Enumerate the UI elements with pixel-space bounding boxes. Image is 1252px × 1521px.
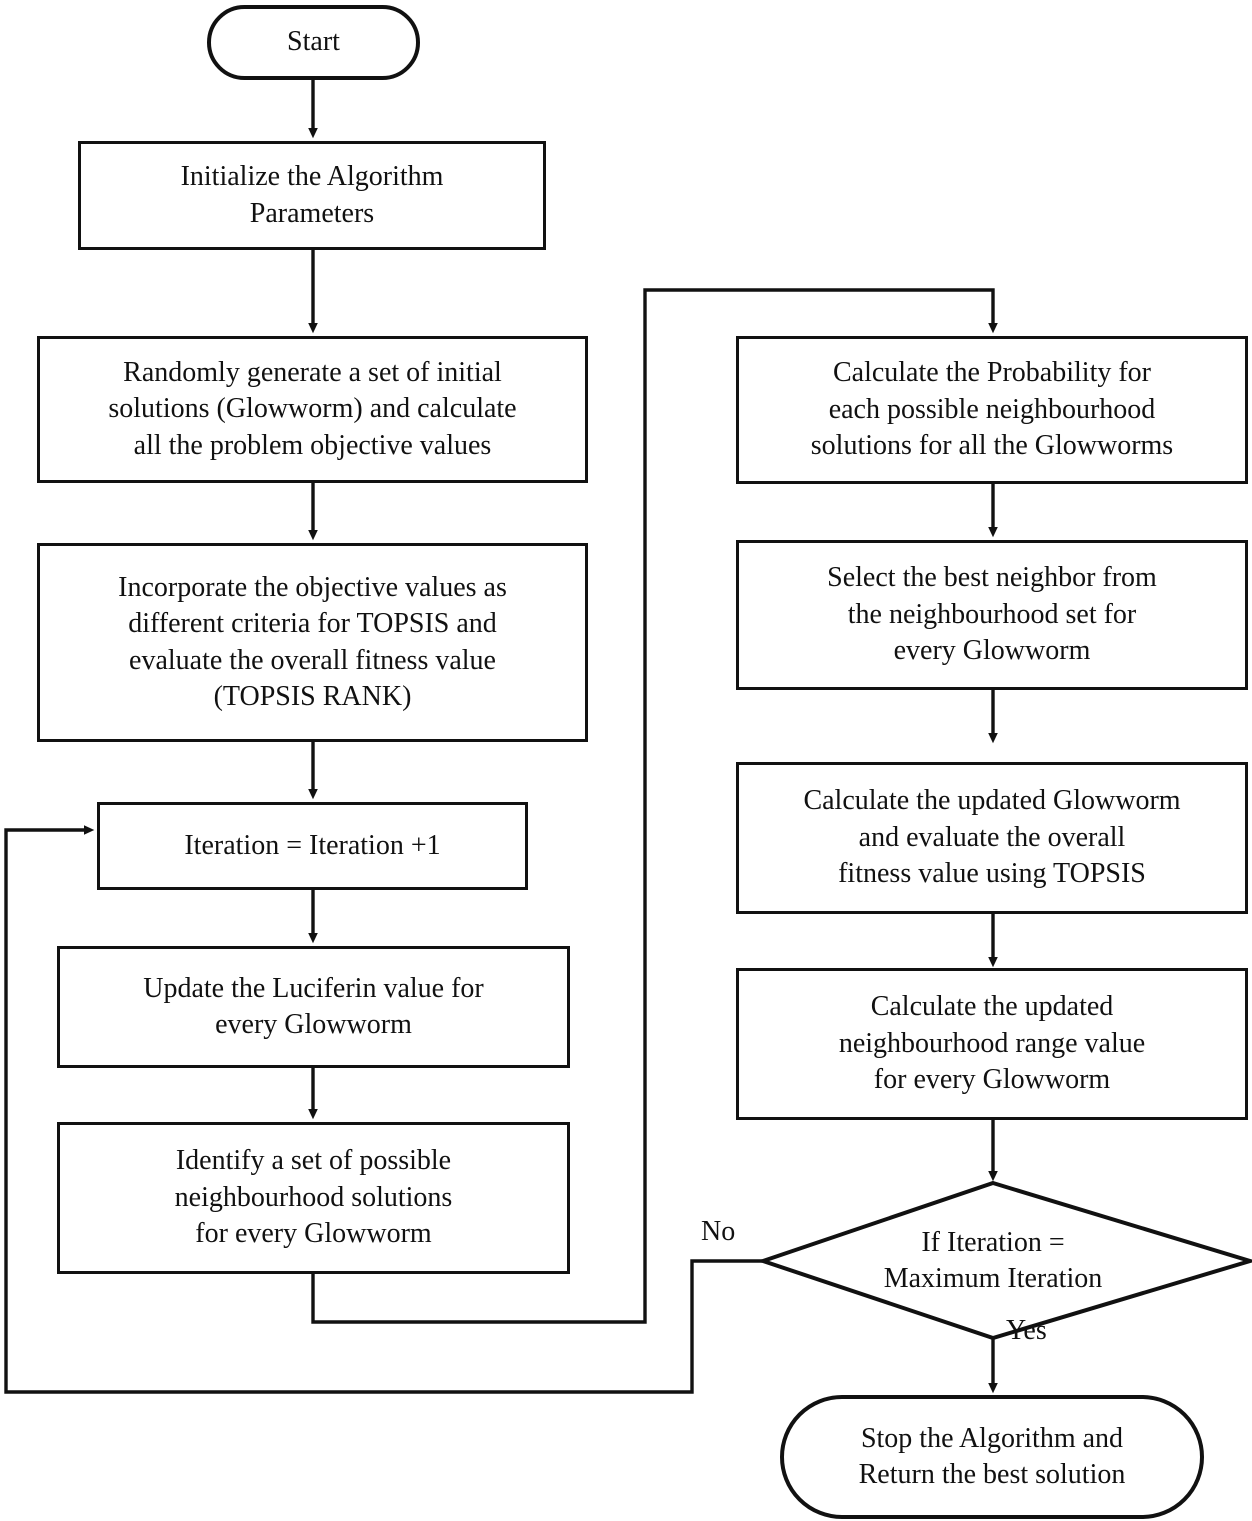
node-iteration-increment-label: Iteration = Iteration +1 (184, 829, 441, 861)
node-iteration-increment[interactable]: Iteration = Iteration +1 (97, 802, 528, 890)
node-start-label: Start (287, 26, 340, 58)
node-initialize-parameters[interactable]: Initialize the Algorithm Parameters (78, 141, 546, 250)
node-decision-max-iteration-label: If Iteration = Maximum Iteration (883, 1226, 1103, 1294)
edge-label-yes: Yes (1006, 1315, 1047, 1346)
node-stop-algorithm-label: Stop the Algorithm and Return the best s… (858, 1422, 1126, 1490)
node-start[interactable]: Start (207, 5, 420, 80)
connector-decision-no-loop (4, 825, 762, 1394)
node-select-best-neighbor[interactable]: Select the best neighbor from the neighb… (736, 540, 1248, 690)
node-calculate-updated-range-label: Calculate the updated neighbourhood rang… (838, 991, 1146, 1096)
node-initialize-parameters-label: Initialize the Algorithm Parameters (180, 161, 444, 229)
node-calculate-probability-label: Calculate the Probability for each possi… (810, 357, 1174, 462)
node-incorporate-topsis[interactable]: Incorporate the objective values as diff… (37, 543, 588, 742)
decision-diamond-shape (756, 1180, 1252, 1341)
node-update-luciferin[interactable]: Update the Luciferin value for every Glo… (57, 946, 570, 1068)
node-calculate-updated-range[interactable]: Calculate the updated neighbourhood rang… (736, 968, 1248, 1120)
node-incorporate-topsis-label: Incorporate the objective values as diff… (118, 571, 507, 712)
connector-identify-to-probability (311, 288, 998, 1324)
edge-label-no: No (701, 1216, 736, 1247)
node-calculate-probability[interactable]: Calculate the Probability for each possi… (736, 336, 1248, 484)
node-update-luciferin-label: Update the Luciferin value for every Glo… (143, 972, 484, 1040)
node-random-generate-solutions-label: Randomly generate a set of initial solut… (108, 356, 517, 461)
node-identify-neighbourhood-label: Identify a set of possible neighbourhood… (174, 1145, 453, 1250)
node-select-best-neighbor-label: Select the best neighbor from the neighb… (827, 562, 1157, 667)
node-decision-max-iteration[interactable]: If Iteration = Maximum Iteration (803, 1196, 1183, 1326)
node-calculate-updated-glowworm[interactable]: Calculate the updated Glowworm and evalu… (736, 762, 1248, 914)
node-identify-neighbourhood[interactable]: Identify a set of possible neighbourhood… (57, 1122, 570, 1274)
node-calculate-updated-glowworm-label: Calculate the updated Glowworm and evalu… (803, 785, 1181, 890)
node-stop-algorithm[interactable]: Stop the Algorithm and Return the best s… (780, 1395, 1204, 1519)
node-random-generate-solutions[interactable]: Randomly generate a set of initial solut… (37, 336, 588, 483)
